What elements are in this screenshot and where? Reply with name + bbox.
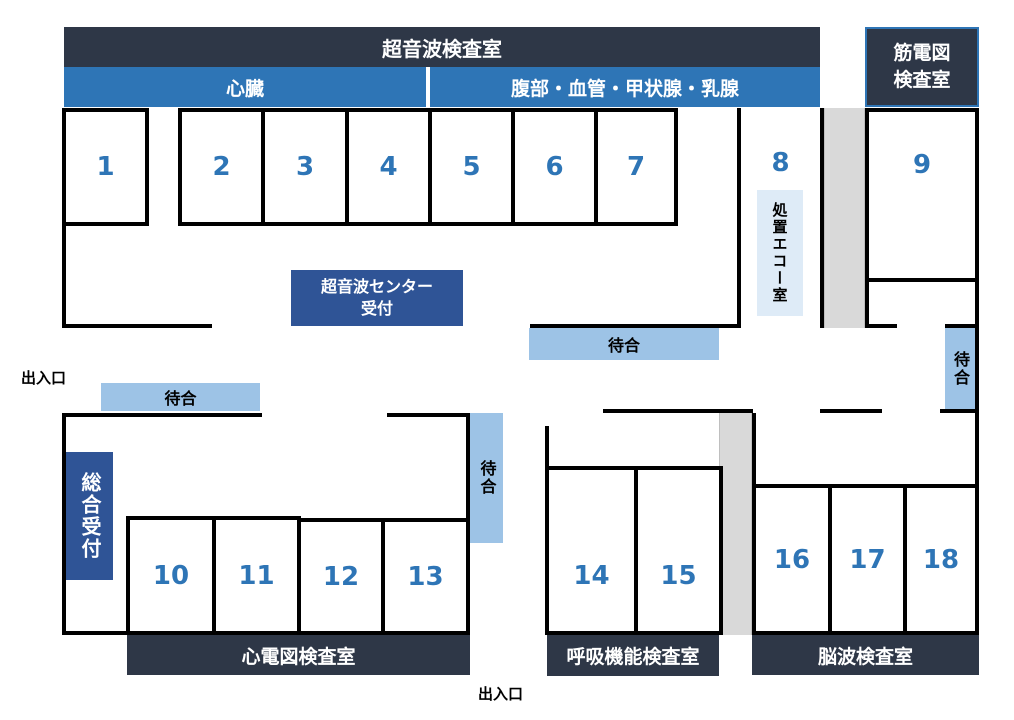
waiting-area: 待合 xyxy=(470,413,503,543)
room-3: 3 xyxy=(261,108,349,226)
wall xyxy=(62,324,212,328)
room-number: 3 xyxy=(295,152,315,182)
room-number: 13 xyxy=(407,561,444,592)
room-number: 17 xyxy=(849,544,886,575)
room-number: 8 xyxy=(771,148,790,178)
general-reception: 総合受付 xyxy=(66,452,113,580)
wall xyxy=(865,324,897,328)
room-8-wall xyxy=(820,108,824,328)
wall xyxy=(603,409,753,413)
room-12: 12 xyxy=(297,518,385,635)
room-number: 14 xyxy=(573,560,610,591)
room-number: 1 xyxy=(96,152,115,182)
entrance-south: 出入口 xyxy=(478,685,524,703)
room-number: 18 xyxy=(922,544,960,575)
room-10: 10 xyxy=(126,516,216,635)
staff-corridor xyxy=(824,108,865,328)
room-6: 6 xyxy=(511,108,598,226)
room-16: 16 xyxy=(752,484,832,635)
room-number: 9 xyxy=(912,150,932,180)
room-4: 4 xyxy=(345,108,432,226)
waiting-area: 待合 xyxy=(101,383,260,411)
room-9: 9 xyxy=(865,108,979,282)
room-number: 12 xyxy=(322,561,360,592)
wall xyxy=(820,409,882,413)
ecg-room-header: 心電図検査室 xyxy=(127,635,470,675)
treatment-echo-label: 処置エコー室 xyxy=(757,190,803,316)
room-number: 15 xyxy=(660,560,697,591)
pulmonary-function-room-header: 呼吸機能検査室 xyxy=(547,635,719,676)
wall xyxy=(975,282,979,634)
eeg-room-header: 脳波検査室 xyxy=(752,635,979,675)
wall xyxy=(62,222,66,328)
ultrasound-center-reception: 超音波センター 受付 xyxy=(291,270,463,326)
waiting-area: 待合 xyxy=(945,328,975,410)
room-8-wall xyxy=(737,108,741,328)
wall xyxy=(865,282,869,328)
ultrasound-room-header: 超音波検査室 xyxy=(64,27,820,67)
emg-room-header: 筋電図 検査室 xyxy=(865,27,979,107)
room-15: 15 xyxy=(634,466,723,635)
room-8: 8 xyxy=(741,148,820,182)
room-number: 11 xyxy=(238,560,275,591)
wall xyxy=(62,413,66,635)
room-number: 7 xyxy=(626,152,646,182)
room-18: 18 xyxy=(903,484,979,635)
room-number: 5 xyxy=(462,152,481,182)
heart-section-header: 心臓 xyxy=(64,67,426,107)
room-13: 13 xyxy=(381,518,470,635)
staff-corridor xyxy=(719,413,752,635)
wall xyxy=(945,324,975,328)
room-number: 6 xyxy=(545,152,564,182)
wall xyxy=(530,324,741,328)
room-number: 2 xyxy=(212,152,231,182)
entrance-west: 出入口 xyxy=(21,369,67,387)
room-5: 5 xyxy=(428,108,515,226)
waiting-area: 待合 xyxy=(529,328,719,360)
wall xyxy=(387,413,470,417)
room-1: 1 xyxy=(62,108,149,226)
room-2: 2 xyxy=(178,108,265,226)
room-number: 4 xyxy=(379,152,398,182)
room-17: 17 xyxy=(828,484,907,635)
abdomen-section-header: 腹部・血管・甲状腺・乳腺 xyxy=(430,67,820,107)
room-7: 7 xyxy=(594,108,678,226)
room-number: 10 xyxy=(152,560,190,591)
room-number: 16 xyxy=(773,544,811,575)
wall xyxy=(940,409,979,413)
room-11: 11 xyxy=(212,516,301,635)
wall xyxy=(62,413,262,417)
room-14: 14 xyxy=(545,466,638,635)
